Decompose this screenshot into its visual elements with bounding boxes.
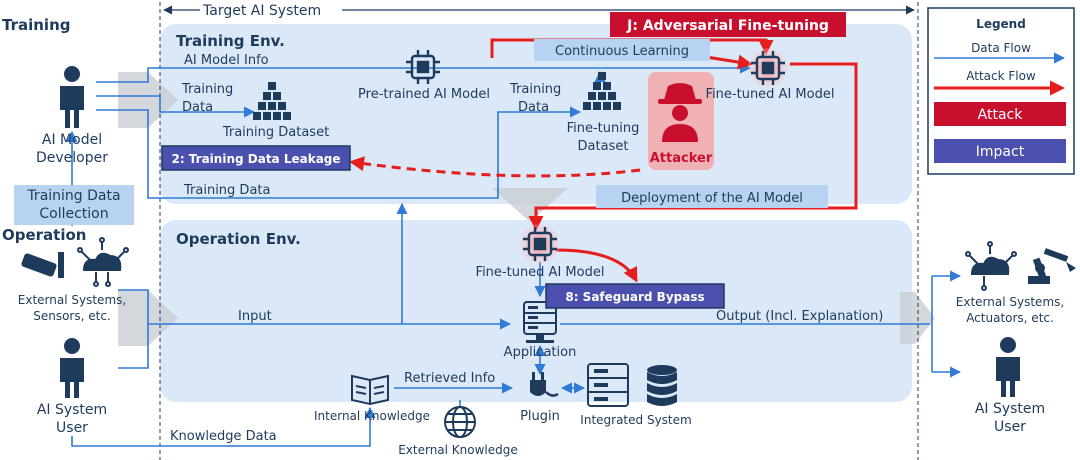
application-label: Application <box>504 345 577 360</box>
user-left-label-1: AI System <box>37 402 107 418</box>
output-label: Output (Incl. Explanation) <box>716 309 883 324</box>
finetuned-model-op-chip-icon <box>523 227 557 261</box>
developer-label-1: AI Model <box>42 132 102 148</box>
internal-knowledge-label: Internal Knowledge <box>314 409 430 423</box>
input-label: Input <box>238 309 272 324</box>
attack-j-label: J: Adversarial Fine-tuning <box>626 18 829 34</box>
external-knowledge-label: External Knowledge <box>398 443 518 457</box>
knowledge-data-label: Knowledge Data <box>170 429 277 444</box>
user-right-person-icon <box>996 337 1020 397</box>
globe-icon <box>444 406 476 438</box>
plugin-label: Plugin <box>520 409 560 424</box>
legend-attack-box <box>934 102 1066 126</box>
impact-8-box <box>545 283 725 309</box>
operation-env-title: Operation Env. <box>176 230 301 248</box>
developer-label-2: Developer <box>36 150 108 166</box>
continuous-learning-label: Continuous Learning <box>555 44 689 59</box>
legend-impact-box <box>934 139 1066 163</box>
robot-arm-icon <box>1028 248 1076 284</box>
external-in-label-1: External Systems, <box>18 293 126 307</box>
training-dataset-icon <box>253 82 291 120</box>
training-data-label-2a: Training <box>509 82 561 97</box>
finetuned-model-chip-icon <box>751 51 785 85</box>
finetuned-model-op-label: Fine-tuned AI Model <box>476 265 605 280</box>
attacker-highlight <box>648 72 714 170</box>
impact-2-box <box>161 145 351 171</box>
impact-2-label: 2: Training Data Leakage <box>171 152 340 166</box>
finetuning-dataset-icon <box>583 72 621 110</box>
ai-model-info-label: AI Model Info <box>184 53 269 68</box>
camera-sensor-icon <box>21 252 64 278</box>
attacker-spy-icon <box>658 83 702 142</box>
integrated-system-icon <box>587 363 629 407</box>
integrated-system-label: Integrated System <box>580 413 691 427</box>
deployment-label: Deployment of the AI Model <box>621 191 803 206</box>
developer-person-icon <box>60 66 84 128</box>
target-system-label: Target AI System <box>202 3 321 19</box>
legend-attack-label: Attack <box>978 107 1024 123</box>
legend-title: Legend <box>976 17 1026 31</box>
training-data-label-1b: Data <box>182 100 213 115</box>
training-data-label-1a: Training <box>181 82 233 97</box>
user-left-person-icon <box>60 338 84 398</box>
book-icon <box>351 374 389 406</box>
user-right-label-2: User <box>994 419 1026 435</box>
training-data-label-3: Training Data <box>183 183 270 198</box>
legend-data-flow-label: Data Flow <box>971 41 1031 55</box>
cloud-network-icon <box>77 237 129 287</box>
application-server-icon <box>523 301 557 343</box>
data-flow-lines <box>66 62 962 447</box>
finetuning-dataset-label-1: Fine-tuning <box>567 121 640 136</box>
finetuning-dataset-label-2: Dataset <box>578 139 629 154</box>
retrieved-info-label: Retrieved Info <box>404 371 495 386</box>
user-left-label-2: User <box>56 420 88 436</box>
external-out-label-2: Actuators, etc. <box>966 311 1054 325</box>
attack-j-box <box>610 12 846 37</box>
plugin-icon <box>530 372 559 397</box>
pretrained-model-label: Pre-trained AI Model <box>358 87 490 102</box>
training-data-collection-1: Training Data <box>26 188 120 204</box>
database-icon <box>647 365 677 406</box>
training-data-collection-2: Collection <box>39 206 108 222</box>
impact-8-label: 8: Safeguard Bypass <box>565 290 704 304</box>
attacker-label: Attacker <box>650 151 713 166</box>
external-out-label-1: External Systems, <box>956 295 1064 309</box>
pretrained-model-chip-icon <box>406 50 440 84</box>
cloud-network-right-icon <box>965 241 1017 291</box>
training-section-title: Training <box>2 16 70 34</box>
legend-attack-flow-label: Attack Flow <box>966 69 1036 83</box>
training-dataset-label: Training Dataset <box>222 125 329 140</box>
finetuned-model-label: Fine-tuned AI Model <box>706 87 835 102</box>
operation-section-title: Operation <box>2 226 86 244</box>
user-right-label-1: AI System <box>975 401 1045 417</box>
legend-impact-label: Impact <box>976 144 1025 160</box>
training-env-title: Training Env. <box>176 32 285 50</box>
external-in-label-2: Sensors, etc. <box>33 309 111 323</box>
operation-env-region <box>160 220 912 402</box>
training-data-label-2b: Data <box>518 100 549 115</box>
